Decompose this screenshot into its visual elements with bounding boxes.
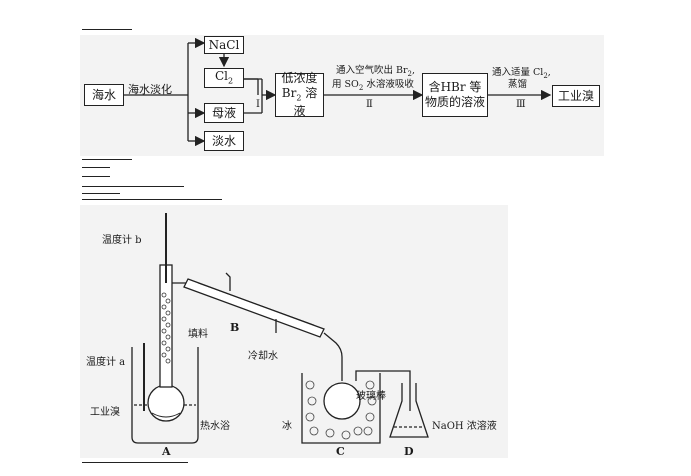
label-b: B	[230, 321, 240, 334]
apparatus-drawing	[131, 213, 429, 444]
industrial-bromine-label: 工业溴	[90, 407, 120, 418]
hot-water-bath-label: 热水浴	[200, 421, 230, 432]
cl2-text: Cl2	[214, 69, 234, 86]
cooling-water-label: 冷却水	[248, 351, 278, 362]
mother-liquor-box: 母液	[204, 103, 244, 123]
apparatus-diagram: 温度计 b 填料 B 冷却水 温度计 a 工业溴 热水浴 A 冰 C 玻璃棒 D…	[80, 205, 508, 458]
label-d: D	[404, 445, 414, 458]
rule-mid-6	[82, 199, 222, 200]
rule-mid-2	[82, 167, 110, 168]
step-3-condition-line1: 通入适量 Cl2,	[492, 67, 551, 80]
thermometer-b-label: 温度计 b	[102, 235, 142, 246]
step-1-label: Ⅰ	[256, 99, 260, 110]
naoh-label: NaOH 浓溶液	[432, 421, 497, 432]
rule-bottom	[82, 462, 188, 463]
label-a: A	[162, 445, 171, 458]
step-2-condition-line1: 通入空气吹出 Br2,	[336, 65, 416, 78]
ice-label: 冰	[282, 421, 292, 432]
beaker-c	[301, 373, 381, 444]
nacl-box: NaCl	[204, 36, 244, 54]
hbr-solution-box: 含HBr 等 物质的溶液	[422, 73, 488, 117]
rule-mid-5	[82, 193, 120, 194]
flow-connectors	[124, 37, 552, 147]
low-br2-box: 低浓度 Br2 溶液	[275, 71, 324, 118]
packing-label: 填料	[188, 329, 208, 340]
rule-mid-1	[82, 159, 132, 160]
step-desalination-label: 海水淡化	[128, 83, 172, 96]
step-3-label: Ⅲ	[516, 99, 526, 110]
flask-d	[389, 383, 429, 438]
rule-top	[82, 29, 132, 30]
rule-mid-3	[82, 176, 110, 177]
low-br2-line2: Br2 溶液	[281, 86, 318, 118]
flow-diagram: 海水 海水淡化 NaCl Cl2 母液 淡水 Ⅰ 低浓度 Br2 溶液 通入空气…	[80, 35, 604, 156]
step-3-condition-line2: 蒸馏	[508, 79, 528, 90]
step-2-condition-line2: 用 SO2 水溶液吸收	[332, 79, 414, 92]
glass-rod-label: 玻璃棒	[356, 391, 386, 402]
seawater-box: 海水	[84, 84, 124, 106]
fresh-water-box: 淡水	[204, 131, 244, 151]
flask-c	[323, 382, 361, 420]
flask-a	[147, 384, 185, 422]
label-c: C	[336, 445, 345, 458]
rule-mid-4	[82, 186, 184, 187]
step-2-label: Ⅱ	[366, 99, 373, 110]
industrial-bromine-box: 工业溴	[552, 85, 600, 107]
thermometer-a-label: 温度计 a	[86, 357, 126, 368]
cl2-box: Cl2	[204, 68, 244, 88]
beaker-a	[131, 347, 199, 444]
